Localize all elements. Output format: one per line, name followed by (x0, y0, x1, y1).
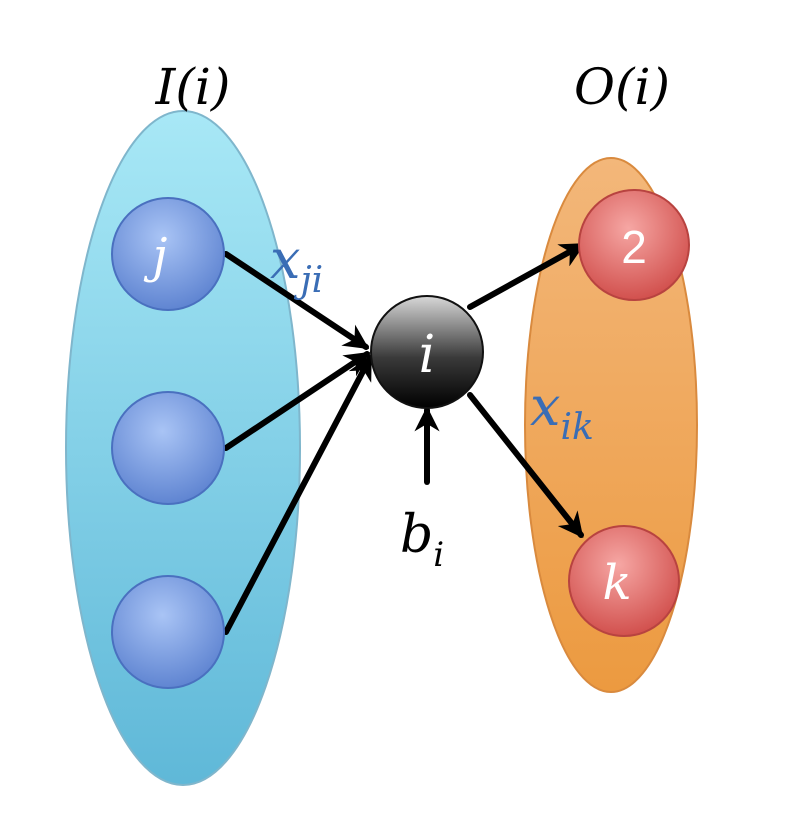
output-node-k-label: k (602, 555, 631, 611)
edge-input3-to-i (223, 354, 373, 635)
edge-j-to-i (223, 251, 370, 350)
center-node-label: i (419, 325, 436, 385)
center-node-i (370, 295, 484, 409)
input-node-2 (111, 391, 225, 505)
output-set-title: O(i) (574, 58, 670, 116)
edge-i-to-k (467, 392, 584, 538)
output-node-2 (578, 189, 690, 301)
output-node-k (568, 525, 680, 637)
edge-out-weight-label: xik (530, 375, 594, 448)
edge-input2-to-i (223, 351, 371, 451)
bias-label: bi (400, 505, 444, 575)
input-node-3 (111, 575, 225, 689)
edge-in-weight-label: xji (270, 228, 323, 301)
output-node-2-label: 2 (621, 221, 647, 273)
input-set-title: I(i) (155, 58, 231, 116)
input-node-j (111, 197, 225, 311)
edge-i-to-2 (467, 242, 586, 310)
